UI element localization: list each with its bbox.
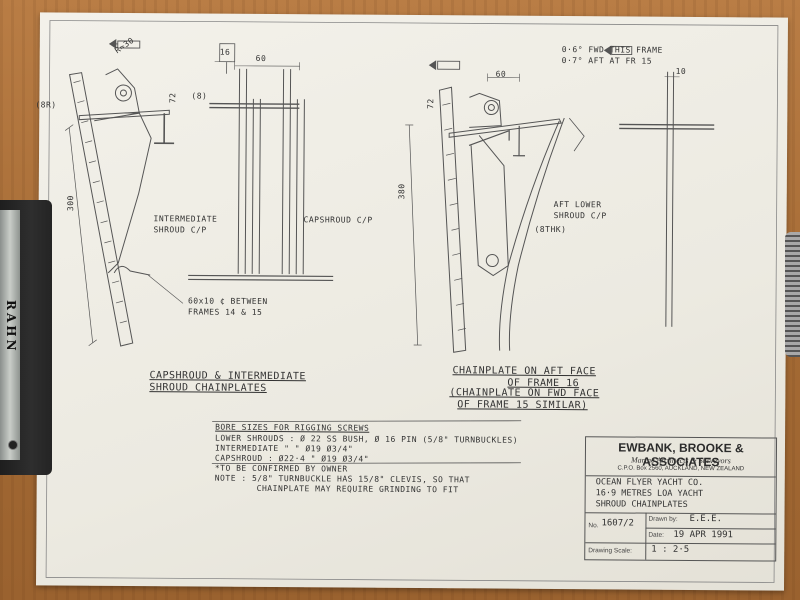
project-client: OCEAN FLYER YACHT CO. [595, 477, 704, 489]
label-intermediate-1: INTERMEDIATE [153, 214, 218, 224]
detail-capshroud-intermediate [64, 38, 184, 347]
label-thick: (8THK) [534, 224, 567, 235]
pin-hole [114, 84, 132, 102]
scale-label: Drawing Scale: [588, 547, 633, 555]
caption-chainplate-fwd-1: (CHAINPLATE ON FWD FACE [449, 387, 600, 400]
caption-capshroud-intermediate-1: CAPSHROUD & INTERMEDIATE [149, 370, 307, 383]
label-angle-1: 0·6° FWD THIS FRAME [561, 45, 663, 55]
drawn-by-value: E.E.E. [689, 513, 723, 525]
dim-10: 10 [675, 66, 687, 76]
caption-chainplate-fwd-2: OF FRAME 15 SIMILAR) [457, 399, 588, 412]
dim-60-b: 60 [495, 69, 507, 79]
frame-curve [498, 120, 560, 351]
title-block: EWBANK, BROOKE & ASSOCIATES Marine Archi… [584, 436, 778, 562]
date-label: Date: [648, 531, 664, 539]
firm-subtitle: Marine Architects & Surveyors [630, 455, 731, 466]
label-angle-2: 0·7° AFT AT FR 15 [561, 56, 653, 66]
drawn-by-label: Drawn by: [648, 515, 678, 523]
dim-72-b: 72 [426, 98, 436, 109]
label-aft-lower-1: AFT LOWER [553, 199, 602, 210]
drawing-title: SHROUD CHAINPLATES [595, 499, 688, 510]
label-between-2: FRAMES 14 & 15 [187, 307, 263, 317]
aft-deck [448, 118, 563, 138]
detail-aft-lower-chainplate [405, 60, 585, 353]
dim-300: 300 [66, 195, 76, 212]
stapler-rivet-icon [8, 440, 18, 450]
technical-drawing-sheet: CAPSHROUD & INTERMEDIATE SHROUD CHAINPLA… [35, 12, 788, 591]
dim-8: (8) [191, 91, 208, 101]
stapler [0, 200, 52, 475]
date-value: 19 APR 1991 [673, 529, 734, 541]
dim-60-a: 60 [255, 53, 267, 63]
number-label: No. [588, 522, 599, 530]
hull-skin-plate [68, 72, 134, 347]
caption-chainplate-aft-1: CHAINPLATE ON AFT FACE [452, 365, 597, 378]
dim-8r: (8R) [35, 100, 57, 110]
dim-72: 72 [168, 92, 178, 104]
stapler-brand-label: RAHN [4, 300, 18, 354]
aft-hull-skin [438, 86, 467, 353]
drawing-number: 1607/2 [601, 518, 635, 529]
scale-value: 1 : 2·5 [651, 544, 690, 555]
chainplate-drawing [45, 20, 779, 583]
label-between-1: 60x10 ¢ BETWEEN [187, 296, 268, 306]
caption-capshroud-intermediate-2: SHROUD CHAINPLATES [149, 382, 267, 394]
stapler-metal-plate [0, 210, 20, 460]
label-capshroud: CAPSHROUD C/P [303, 215, 373, 225]
dim-16: 16 [219, 47, 231, 57]
dim-380: 380 [397, 183, 407, 200]
deck-plate [78, 109, 170, 121]
aft-tang [469, 92, 502, 128]
capshroud-section [281, 69, 305, 275]
mesh-basket-edge [785, 232, 800, 357]
note-turnbuckle-2: CHAINPLATE MAY REQUIRE GRINDING TO FIT [256, 483, 459, 495]
aft-chainplate-body [470, 135, 509, 277]
detail-right-section [603, 45, 715, 327]
right-section-plate [665, 71, 675, 327]
chainplate-tang [105, 68, 140, 114]
firm-address: C.P.O. Box 2560, AUCKLAND, NEW ZEALAND [617, 465, 745, 473]
label-intermediate-2: SHROUD C/P [153, 225, 207, 235]
intermediate-section [237, 68, 261, 274]
frame-web [94, 112, 152, 274]
detail-sections [188, 43, 334, 282]
project-vessel: 16·9 METRES LOA YACHT [595, 488, 704, 500]
label-aft-lower-2: SHROUD C/P [553, 210, 607, 221]
